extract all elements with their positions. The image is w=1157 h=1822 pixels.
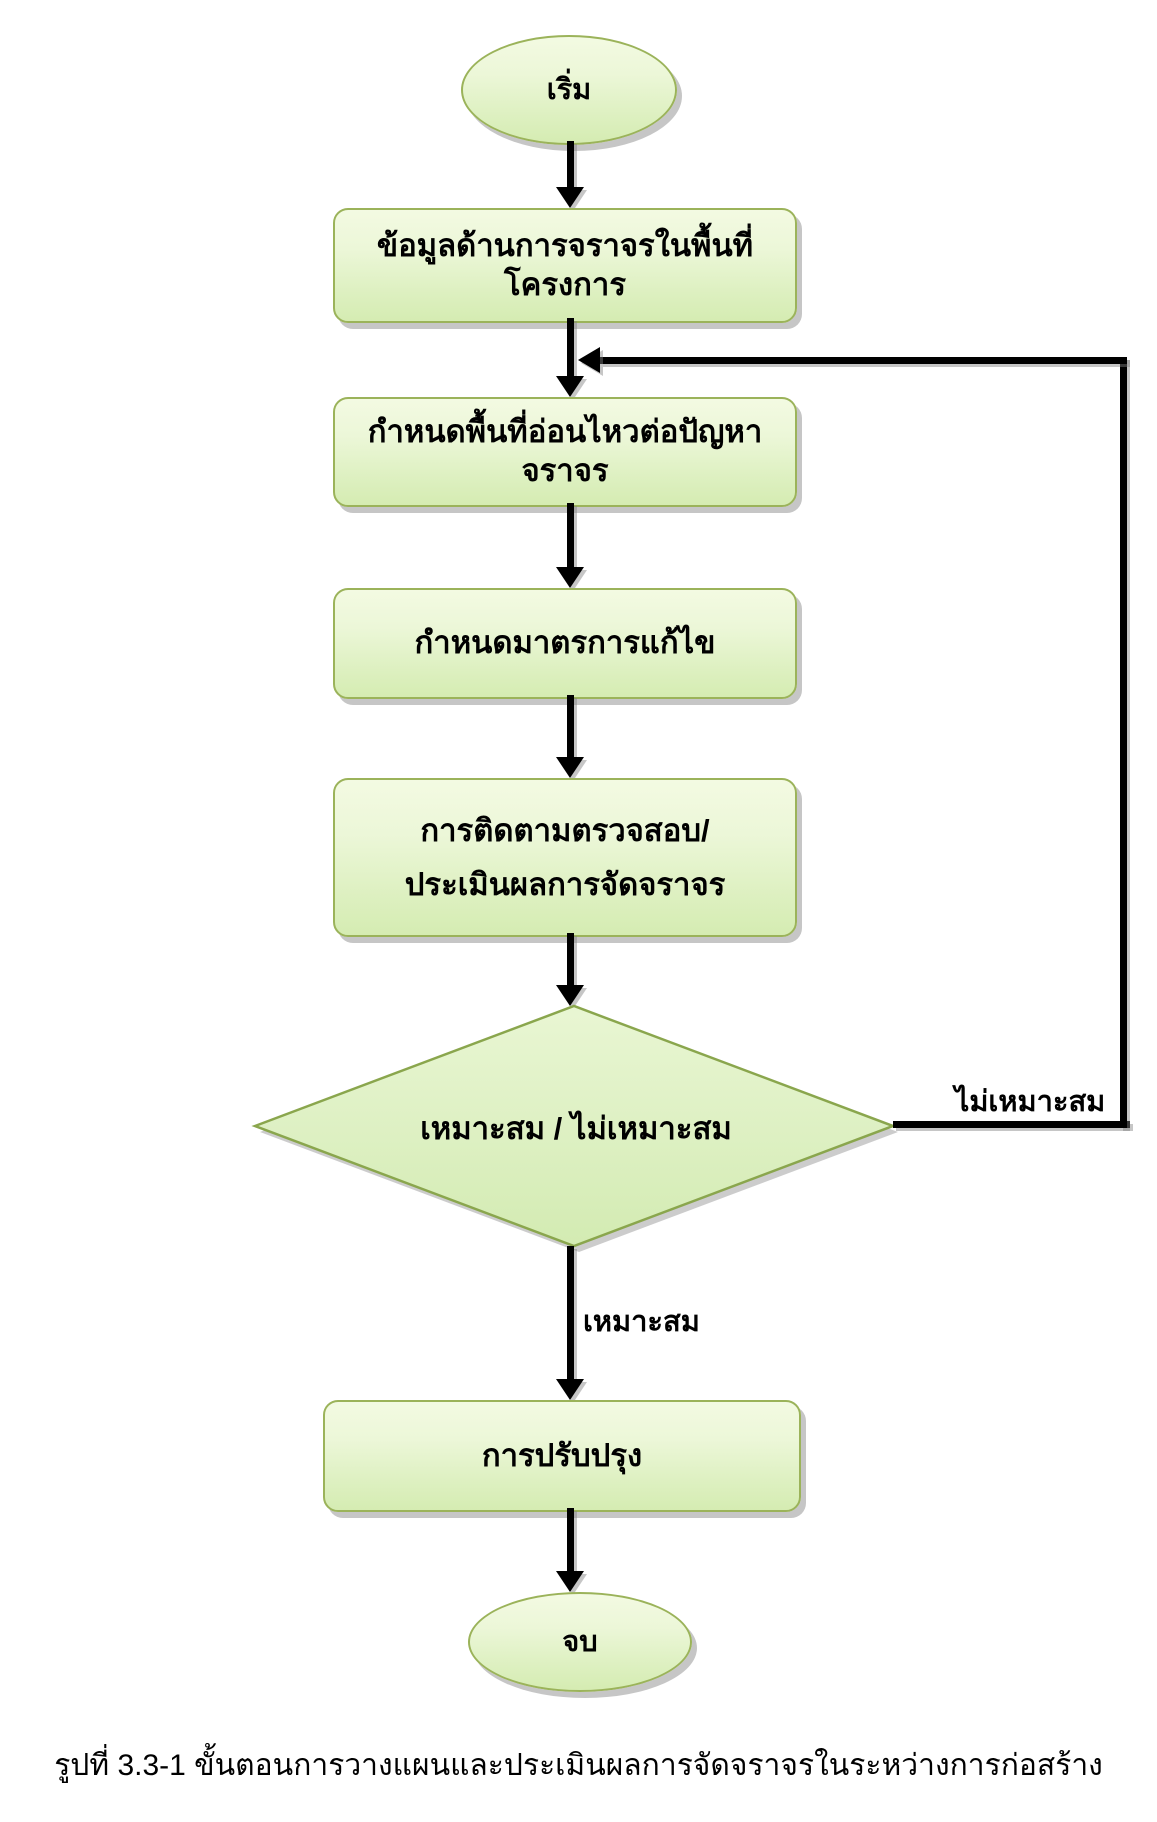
feedback-line-up xyxy=(1120,357,1127,1128)
arrow-sensitive-area-to-measures xyxy=(567,503,574,571)
arrow-decision-to-improvement xyxy=(567,1246,574,1383)
node-decision-label: เหมาะสม / ไม่เหมาะสม xyxy=(420,1111,732,1146)
node-monitoring: การติดตามตรวจสอบ/ ประเมินผลการจัดจราจร xyxy=(333,778,797,937)
arrow-start-to-traffic-data xyxy=(567,141,574,191)
node-measures-label: กำหนดมาตรการแก้ไข xyxy=(414,625,716,661)
decision-diamond xyxy=(251,1004,898,1252)
arrowhead-monitoring-to-decision xyxy=(556,985,584,1006)
node-traffic-data-label: ข้อมูลด้านการจราจรในพื้นที่โครงการ xyxy=(376,227,754,302)
node-start-label: เริ่ม xyxy=(546,73,592,106)
arrowhead-sensitive-area-to-measures xyxy=(556,567,584,588)
arrowhead-measures-to-monitoring xyxy=(556,757,584,778)
feedback-line-return xyxy=(600,357,1127,364)
node-improvement: การปรับปรุง xyxy=(323,1400,801,1512)
node-start: เริ่ม xyxy=(461,35,677,145)
arrow-improvement-to-end xyxy=(567,1508,574,1575)
arrow-measures-to-monitoring xyxy=(567,695,574,761)
figure-caption: รูปที่ 3.3-1 ขั้นตอนการวางแผนและประเมินผ… xyxy=(54,1749,1103,1782)
arrowhead-start-to-traffic-data xyxy=(556,187,584,208)
arrow-monitoring-to-decision xyxy=(567,933,574,989)
arrowhead-decision-to-improvement xyxy=(556,1379,584,1400)
node-traffic-data: ข้อมูลด้านการจราจรในพื้นที่โครงการ xyxy=(333,208,797,323)
arrowhead-feedback-return xyxy=(578,347,600,373)
node-sensitive-area: กำหนดพื้นที่อ่อนไหวต่อปัญหาจราจร xyxy=(333,397,797,507)
label-not-appropriate: ไม่เหมาะสม xyxy=(954,1086,1106,1118)
node-end-label: จบ xyxy=(562,1625,598,1658)
arrowhead-traffic-data-to-sensitive-area xyxy=(556,376,584,397)
label-appropriate: เหมาะสม xyxy=(583,1306,700,1338)
node-end: จบ xyxy=(468,1592,692,1692)
node-measures: กำหนดมาตรการแก้ไข xyxy=(333,588,797,699)
arrowhead-improvement-to-end xyxy=(556,1571,584,1592)
node-sensitive-area-label: กำหนดพื้นที่อ่อนไหวต่อปัญหาจราจร xyxy=(367,414,763,488)
arrow-traffic-data-to-sensitive-area xyxy=(567,318,574,380)
node-monitoring-label-line1: การติดตามตรวจสอบ/ xyxy=(420,813,710,849)
feedback-line-right xyxy=(893,1121,1130,1128)
node-improvement-label: การปรับปรุง xyxy=(481,1437,643,1473)
node-monitoring-label-line2: ประเมินผลการจัดจราจร xyxy=(404,866,726,902)
